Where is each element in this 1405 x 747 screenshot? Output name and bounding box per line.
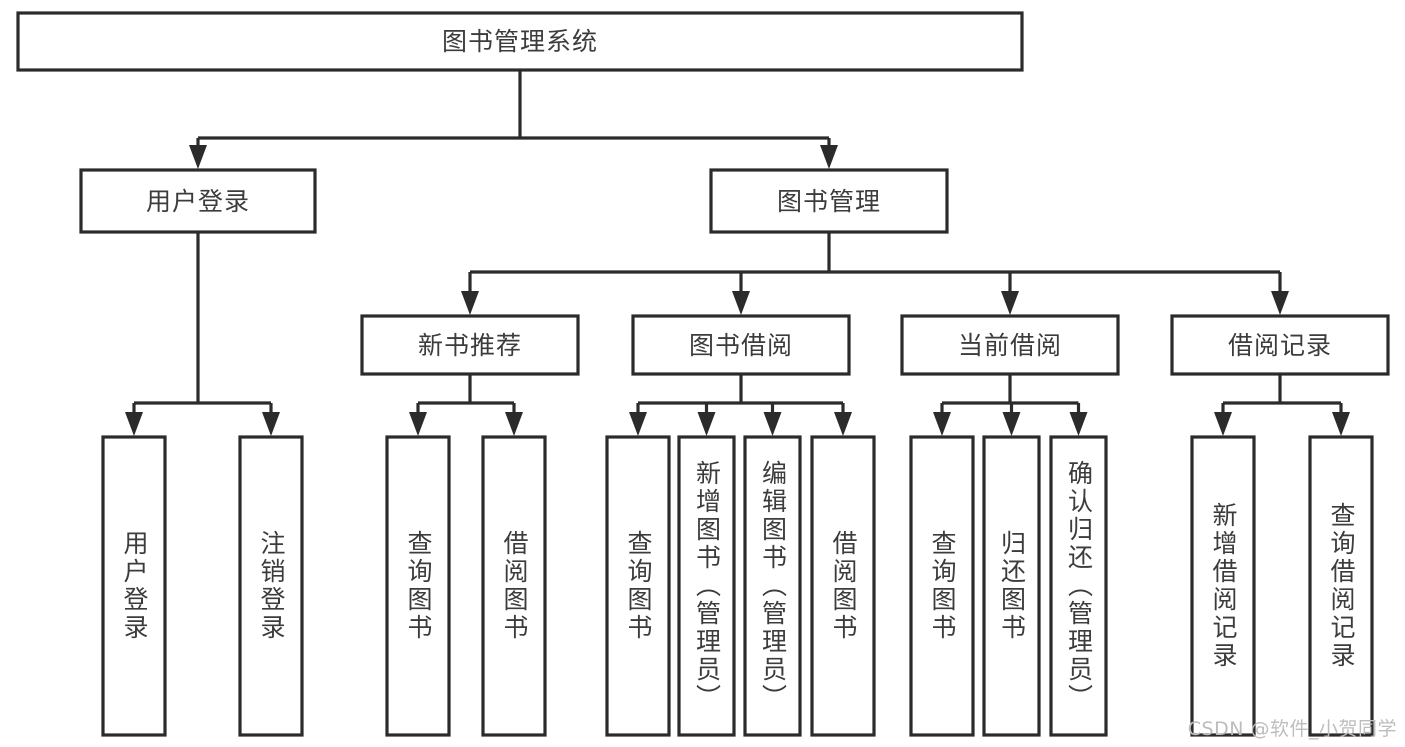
node-leaf-query-book-2[interactable] [607,437,669,735]
arrow-head-icon [1001,291,1019,315]
node-box-new-book-recommend[interactable] [360,314,580,376]
node-borrow-record[interactable] [1172,316,1388,374]
node-box-leaf-return-book[interactable] [982,435,1041,737]
arrow-head-icon [1332,412,1350,436]
node-new-book-recommend[interactable] [362,316,578,374]
arrow-head-icon [505,412,523,436]
node-box-leaf-add-book-admin[interactable] [677,435,736,737]
node-leaf-user-login[interactable] [103,437,165,735]
node-box-book-manage[interactable] [709,168,949,234]
node-box-leaf-user-logout[interactable] [238,435,304,737]
arrow-head-icon [262,412,280,436]
arrow-head-icon [820,145,838,169]
node-box-leaf-query-borrow-record[interactable] [1308,435,1374,737]
watermark-text: CSDN @软件_小贺同学 [1187,718,1397,740]
node-box-leaf-borrow-book-2[interactable] [810,435,876,737]
node-book-borrow[interactable] [633,316,849,374]
node-leaf-confirm-return[interactable] [1051,437,1106,735]
node-leaf-borrow-book-1[interactable] [483,437,545,735]
node-leaf-borrow-book-2[interactable] [812,437,874,735]
node-leaf-add-borrow-record[interactable] [1192,437,1254,735]
node-current-borrow[interactable] [902,316,1118,374]
arrow-head-icon [125,412,143,436]
node-box-leaf-edit-book-admin[interactable] [743,435,802,737]
node-box-user-login[interactable] [79,168,317,234]
arrow-head-icon [732,291,750,315]
node-book-manage[interactable] [711,170,947,232]
arrow-head-icon [189,145,207,169]
arrow-head-icon [1214,412,1232,436]
node-box-borrow-record[interactable] [1170,314,1390,376]
edge-layer [125,70,1350,436]
node-box-leaf-confirm-return[interactable] [1049,435,1108,737]
arrow-head-icon [461,291,479,315]
node-leaf-add-book-admin[interactable] [679,437,734,735]
arrow-head-icon [409,412,427,436]
node-leaf-return-book[interactable] [984,437,1039,735]
arrow-head-icon [629,412,647,436]
node-box-root[interactable] [16,11,1024,72]
arrow-head-icon [933,412,951,436]
node-box-book-borrow[interactable] [631,314,851,376]
node-box-leaf-add-borrow-record[interactable] [1190,435,1256,737]
arrow-head-icon [1002,412,1021,436]
node-box-leaf-query-book-3[interactable] [909,435,975,737]
node-box-leaf-query-book-2[interactable] [605,435,671,737]
node-leaf-query-borrow-record[interactable] [1310,437,1372,735]
node-leaf-query-book-1[interactable] [387,437,449,735]
arrow-head-icon [834,412,852,436]
node-box-current-borrow[interactable] [900,314,1120,376]
arrow-head-icon [1069,412,1088,436]
node-box-leaf-query-book-1[interactable] [385,435,451,737]
arrow-head-icon [763,412,782,436]
node-box-layer [16,11,1390,737]
node-box-leaf-user-login[interactable] [101,435,167,737]
node-leaf-edit-book-admin[interactable] [745,437,800,735]
arrow-head-icon [1271,291,1289,315]
node-root[interactable] [18,13,1022,70]
node-leaf-query-book-3[interactable] [911,437,973,735]
node-box-leaf-borrow-book-1[interactable] [481,435,547,737]
node-leaf-user-logout[interactable] [240,437,302,735]
node-user-login[interactable] [81,170,315,232]
arrow-head-icon [697,412,716,436]
